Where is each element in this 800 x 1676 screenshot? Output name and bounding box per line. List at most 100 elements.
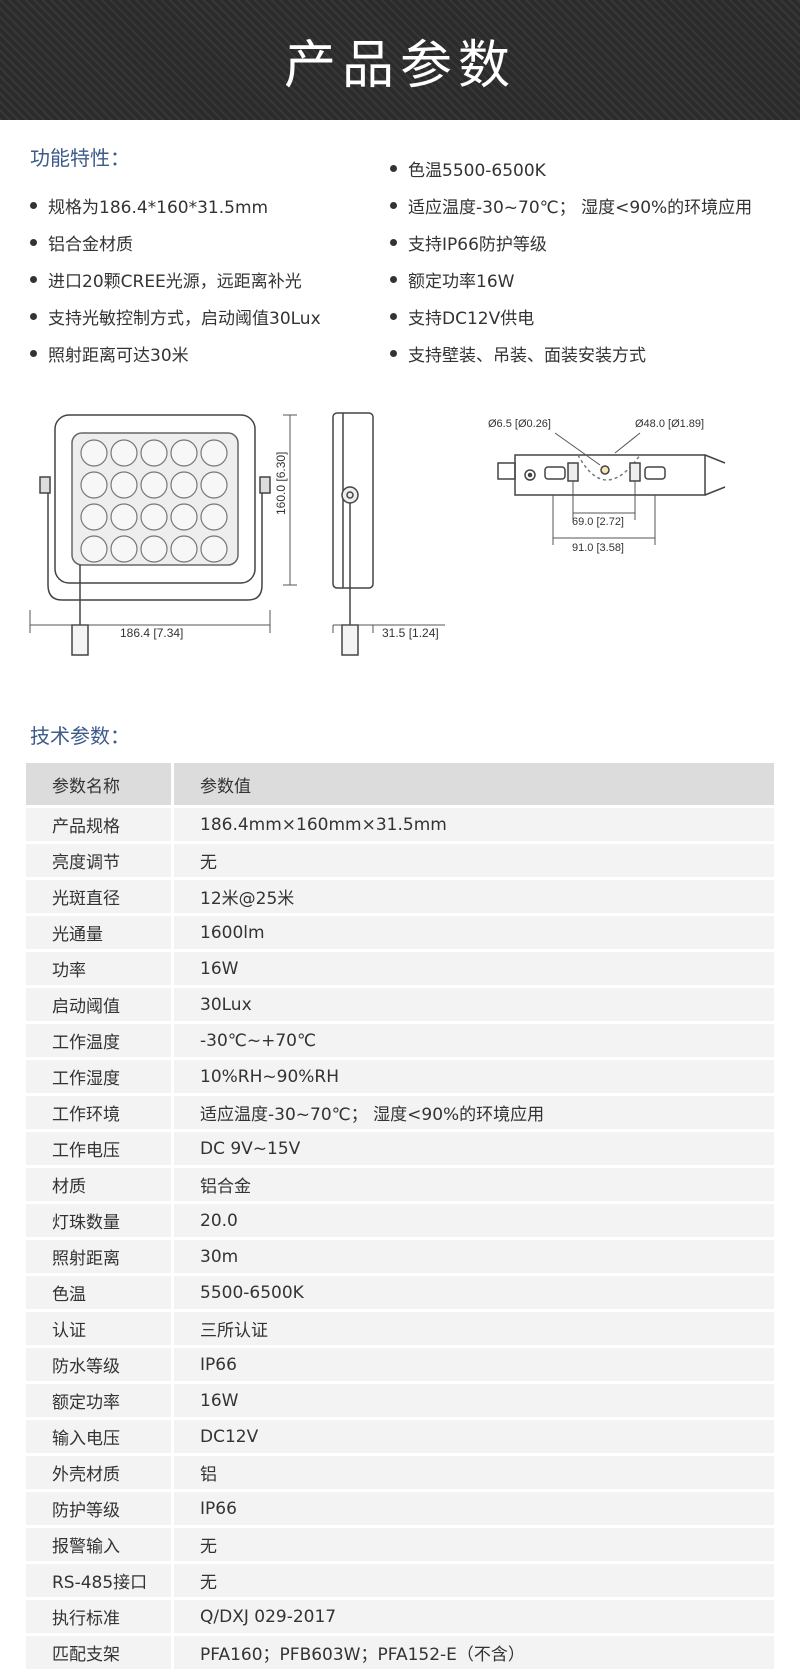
front-view-body — [54, 414, 256, 584]
feature-text: 额定功率16W — [408, 272, 515, 292]
led-bead — [200, 471, 228, 499]
width-dimension: 186.4 [7.34] — [120, 626, 183, 640]
bullet-icon — [390, 239, 397, 246]
feature-text: 适应温度-30~70℃； 湿度<90%的环境应用 — [408, 198, 753, 218]
feature-item: 适应温度-30~70℃； 湿度<90%的环境应用 — [390, 193, 752, 218]
led-bead — [200, 535, 228, 563]
spec-value-cell: 无 — [174, 1528, 774, 1561]
spec-name-cell: 防水等级 — [26, 1348, 174, 1381]
column-header-name: 参数名称 — [26, 763, 174, 805]
spec-value-cell: 30Lux — [174, 988, 774, 1021]
led-bead — [80, 439, 108, 467]
specs-title: 技术参数： — [30, 724, 130, 748]
led-bead — [110, 439, 138, 467]
side-view — [332, 412, 374, 656]
bullet-icon — [30, 239, 37, 246]
table-row: 工作环境适应温度-30~70℃； 湿度<90%的环境应用 — [26, 1096, 774, 1129]
height-dimension: 160.0 [6.30] — [274, 452, 288, 515]
spec-value-cell: 铝 — [174, 1456, 774, 1489]
feature-item: 进口20颗CREE光源，远距离补光 — [30, 267, 302, 292]
features-title: 功能特性： — [30, 146, 130, 170]
led-bead — [140, 503, 168, 531]
feature-item: 支持光敏控制方式，启动阈值30Lux — [30, 304, 321, 329]
led-bead — [110, 471, 138, 499]
spec-name-cell: 启动阈值 — [26, 988, 174, 1021]
depth-dimension: 31.5 [1.24] — [382, 626, 439, 640]
dimension-drawing: 186.4 [7.34] 160.0 [6.30] 31.5 [1.24] Ø6… — [29, 412, 726, 656]
table-row: 材质铝合金 — [26, 1168, 774, 1201]
spec-value-cell: 16W — [174, 952, 774, 985]
feature-item: 额定功率16W — [390, 267, 514, 292]
header-banner: 产品参数 — [0, 0, 800, 120]
led-bead — [170, 439, 198, 467]
table-row: RS-485接口无 — [26, 1564, 774, 1597]
bullet-icon — [30, 276, 37, 283]
led-bead — [140, 439, 168, 467]
feature-item: 支持DC12V供电 — [390, 304, 534, 329]
spec-value-cell: 三所认证 — [174, 1312, 774, 1345]
feature-text: 支持DC12V供电 — [408, 309, 535, 329]
spec-name-cell: 工作电压 — [26, 1132, 174, 1165]
bullet-icon — [30, 313, 37, 320]
spec-name-cell: 防护等级 — [26, 1492, 174, 1525]
span-inner-label: 69.0 [2.72] — [572, 516, 624, 528]
feature-text: 支持IP66防护等级 — [408, 235, 547, 255]
spec-name-cell: 外壳材质 — [26, 1456, 174, 1489]
led-bead — [80, 503, 108, 531]
spec-name-cell: 照射距离 — [26, 1240, 174, 1273]
bullet-icon — [390, 313, 397, 320]
spec-value-cell: IP66 — [174, 1348, 774, 1381]
spec-name-cell: 报警输入 — [26, 1528, 174, 1561]
spec-name-cell: 认证 — [26, 1312, 174, 1345]
table-header-row: 参数名称 参数值 — [26, 763, 774, 805]
led-bead — [80, 471, 108, 499]
table-row: 工作温度-30℃~+70℃ — [26, 1024, 774, 1057]
spec-name-cell: 匹配支架 — [26, 1636, 174, 1669]
spec-name-cell: RS-485接口 — [26, 1564, 174, 1597]
feature-item: 支持壁装、吊装、面装安装方式 — [390, 341, 646, 366]
led-bead — [140, 471, 168, 499]
feature-text: 铝合金材质 — [48, 235, 133, 255]
column-header-value: 参数值 — [174, 763, 774, 805]
spec-name-cell: 亮度调节 — [26, 844, 174, 877]
spec-value-cell: 5500-6500K — [174, 1276, 774, 1309]
spec-value-cell: 适应温度-30~70℃； 湿度<90%的环境应用 — [174, 1096, 774, 1129]
feature-item: 照射距离可达30米 — [30, 341, 189, 366]
spec-value-cell: 1600lm — [174, 916, 774, 949]
led-bead — [170, 535, 198, 563]
spec-name-cell: 功率 — [26, 952, 174, 985]
spec-name-cell: 光斑直径 — [26, 880, 174, 913]
feature-text: 支持壁装、吊装、面装安装方式 — [408, 346, 646, 366]
spec-name-cell: 执行标准 — [26, 1600, 174, 1633]
feature-item: 色温5500-6500K — [390, 156, 546, 181]
spec-value-cell: -30℃~+70℃ — [174, 1024, 774, 1057]
spec-value-cell: 10%RH~90%RH — [174, 1060, 774, 1093]
table-row: 外壳材质铝 — [26, 1456, 774, 1489]
spec-name-cell: 工作温度 — [26, 1024, 174, 1057]
spec-value-cell: 无 — [174, 844, 774, 877]
span-outer-label: 91.0 [3.58] — [572, 542, 624, 554]
led-bead — [110, 535, 138, 563]
hole-small-label: Ø6.5 [Ø0.26] — [488, 418, 551, 430]
bullet-icon — [30, 202, 37, 209]
led-bead — [200, 503, 228, 531]
spec-value-cell: 12米@25米 — [174, 880, 774, 913]
led-bead — [200, 439, 228, 467]
led-bead — [80, 535, 108, 563]
spec-name-cell: 色温 — [26, 1276, 174, 1309]
spec-name-cell: 工作湿度 — [26, 1060, 174, 1093]
led-array — [80, 439, 228, 563]
bottom-view — [497, 454, 726, 496]
